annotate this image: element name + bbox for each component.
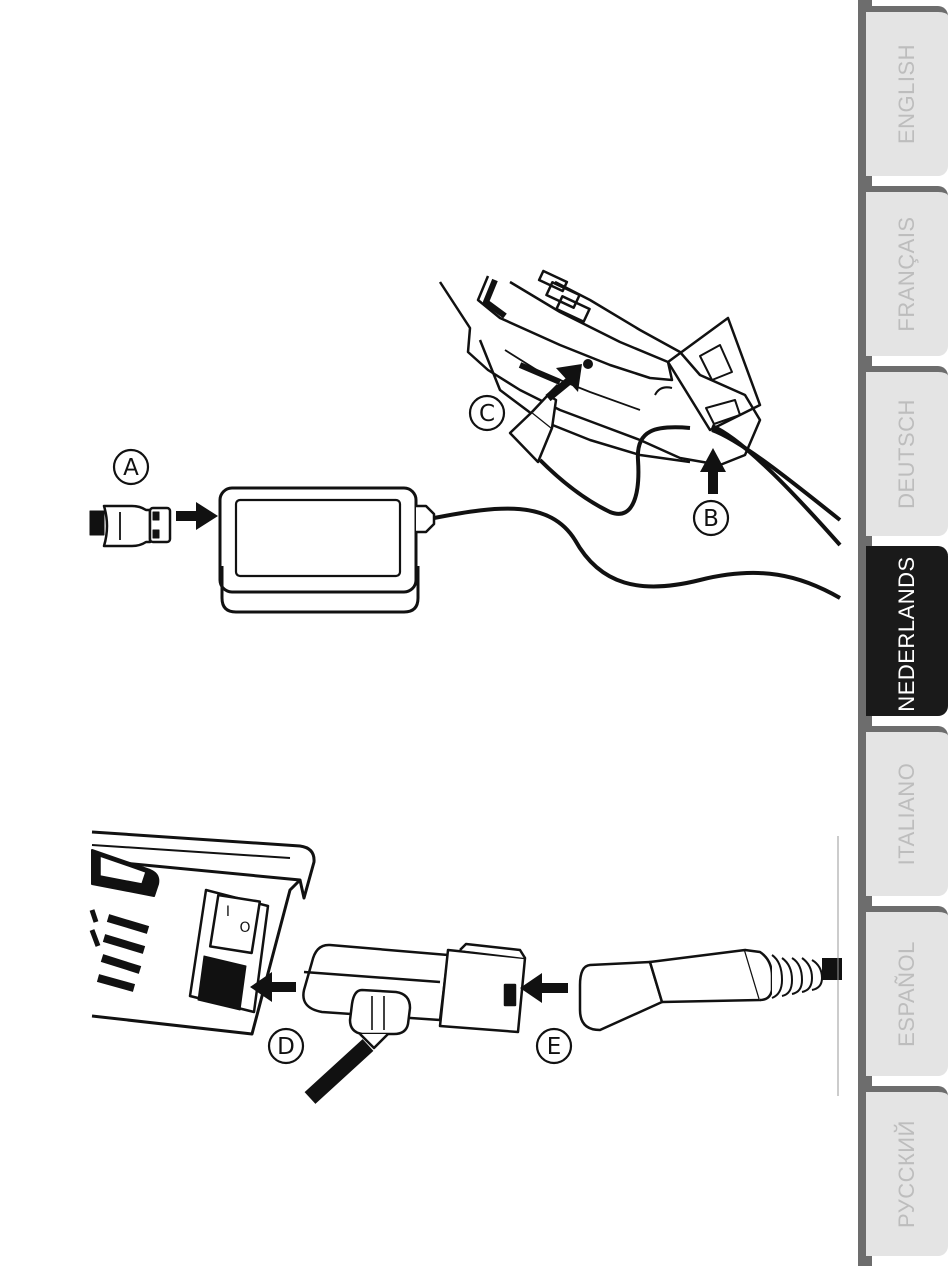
tab-russian-label: РУССКИЙ [894,1120,920,1228]
wheel-base [440,271,760,465]
tab-italiano[interactable]: ITALIANO [866,726,948,896]
tab-francais-label: FRANÇAIS [894,216,920,331]
main-power-cable [822,958,842,980]
callout-d-label: D [277,1034,295,1060]
callout-a: A [114,450,148,484]
tab-espanol[interactable]: ESPAÑOL [866,906,948,1076]
tab-english[interactable]: ENGLISH [866,6,948,176]
tab-italiano-label: ITALIANO [894,763,920,866]
secondary-plug [350,990,410,1048]
tab-nederlands[interactable]: NEDERLANDS [866,546,948,716]
pc-tower [92,832,314,1034]
callout-c: C [470,396,504,430]
arrow-b-icon [700,448,726,494]
dc-cable [540,427,690,514]
callout-d: D [269,1029,303,1063]
tab-nederlands-label: NEDERLANDS [894,556,920,711]
power-socket-hole [583,359,593,369]
tab-deutsch[interactable]: DEUTSCH [866,366,948,536]
secondary-cable [310,1045,368,1098]
callout-e: E [537,1029,571,1063]
tab-deutsch-label: DEUTSCH [894,399,920,509]
callout-a-label: A [123,455,139,481]
tab-francais[interactable]: FRANÇAIS [866,186,948,356]
connection-illustration: I O A B C [0,0,860,1266]
tab-espanol-label: ESPAÑOL [894,941,920,1047]
arrow-e-icon [520,973,568,1003]
callout-c-label: C [479,401,495,427]
callout-b: B [694,501,728,535]
adapter-cable [434,509,840,598]
arrow-a-icon [176,502,218,530]
plug-a [90,506,170,546]
power-splitter [303,944,525,1032]
callout-e-label: E [547,1034,562,1060]
language-tabs: ENGLISH FRANÇAIS DEUTSCH NEDERLANDS ITAL… [858,0,950,1266]
tab-russian[interactable]: РУССКИЙ [866,1086,948,1256]
tab-english-label: ENGLISH [894,44,920,144]
main-power-plug [580,950,822,1030]
clamp-cable-2 [712,426,840,545]
switch-off-symbol: O [239,920,250,936]
switch-on-symbol: I [226,904,230,920]
callout-b-label: B [703,506,719,532]
power-adapter [220,488,434,612]
